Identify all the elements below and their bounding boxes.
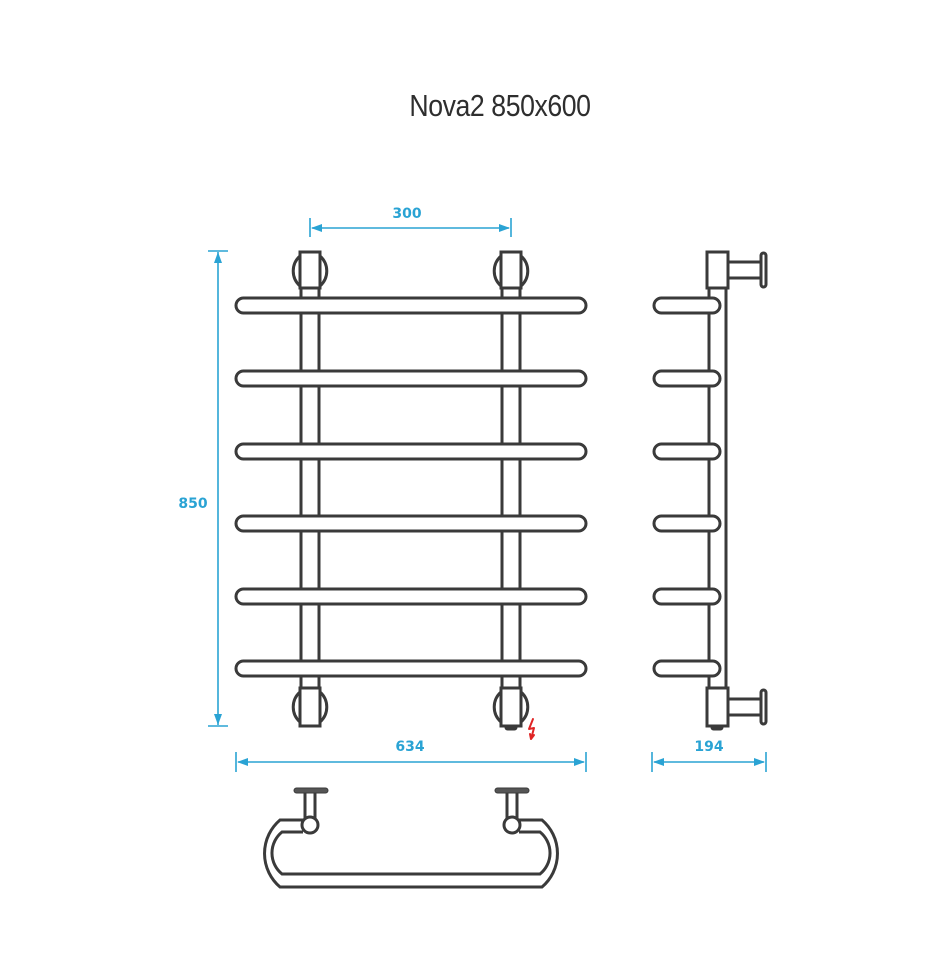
dimension-label-194: 194 — [694, 739, 723, 755]
dimension-label-300: 300 — [392, 206, 421, 222]
side-rung-3 — [652, 442, 722, 461]
side-view — [652, 250, 768, 731]
rung-1 — [234, 296, 588, 315]
rung-3 — [234, 442, 588, 461]
bottom-right-mount — [492, 674, 530, 731]
side-rung-6 — [652, 659, 722, 678]
rung-2 — [234, 369, 588, 388]
top-left-mount — [291, 250, 329, 290]
side-rung-1 — [652, 296, 722, 315]
dimension-label-850: 850 — [178, 496, 207, 512]
rung-6 — [234, 659, 588, 678]
bottom-left-mount — [291, 674, 329, 728]
top-view — [263, 787, 559, 889]
side-rung-5 — [652, 587, 722, 606]
side-rung-2 — [652, 369, 722, 388]
rung-4 — [234, 514, 588, 533]
rung-5 — [234, 587, 588, 606]
top-right-mount — [492, 250, 530, 290]
dimension-634: 634 — [235, 739, 587, 772]
dimension-label-634: 634 — [395, 739, 424, 755]
lightning-bolt-icon — [528, 718, 535, 740]
front-view — [234, 250, 588, 740]
diagram-title: Nova2 850x600 — [409, 88, 591, 123]
right-riser — [500, 258, 522, 722]
dimension-850: 850 — [178, 250, 228, 727]
side-rung-4 — [652, 514, 722, 533]
dimension-194: 194 — [651, 739, 767, 772]
left-riser — [299, 258, 321, 722]
dimension-300: 300 — [309, 206, 512, 237]
side-riser — [707, 278, 728, 692]
